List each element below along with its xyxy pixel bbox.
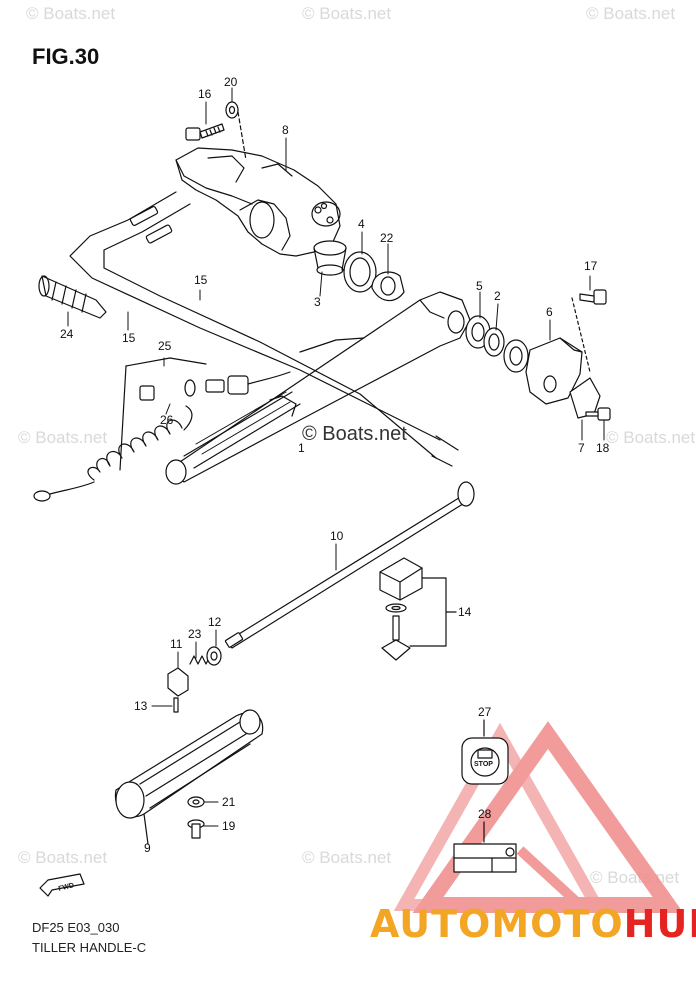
callout-13: 13: [134, 699, 148, 713]
callout-10: 10: [330, 529, 344, 543]
plate-part-22: [371, 271, 405, 302]
callout-25: 25: [158, 339, 172, 353]
throttle-grip-part-9: [114, 709, 264, 845]
nut-part-11: [167, 667, 189, 697]
callout-19: 19: [222, 819, 236, 833]
screw-part-19: [187, 819, 205, 839]
callout-23: 23: [188, 627, 202, 641]
fwd-label: FWD: [58, 882, 75, 893]
watermark-center: © Boats.net: [302, 423, 407, 445]
callout-15a: 15: [194, 273, 208, 287]
figure-caption: TILLER HANDLE-C: [32, 940, 147, 955]
label-decal-part-28: [453, 821, 517, 873]
lanyard-cord-part-26: [33, 405, 193, 502]
logo-part-automoto: AUTOMOTO: [370, 902, 624, 946]
stop-label: STOP: [474, 761, 493, 768]
callout-8: 8: [282, 123, 289, 137]
callout-4: 4: [358, 217, 365, 231]
callout-numbers: 1 2 3 4 5 6 7 8 9 10 11 12 13 14 15 15 1…: [60, 75, 610, 855]
bushing-part-3: [313, 240, 347, 276]
watermark: © Boats.net: [18, 428, 108, 447]
callout-14: 14: [458, 605, 472, 619]
callout-24: 24: [60, 327, 74, 341]
bolt-part-17: [579, 289, 607, 305]
holder-part-14: [379, 557, 457, 661]
cable-part-15: [69, 191, 459, 467]
pin-part-13: [173, 697, 179, 713]
callout-12: 12: [208, 615, 222, 629]
watermark: © Boats.net: [606, 428, 696, 447]
callout-16: 16: [198, 87, 212, 101]
callout-7: 7: [578, 441, 585, 455]
bracket-part-8: [175, 147, 341, 257]
callout-5: 5: [476, 279, 483, 293]
callout-22: 22: [380, 231, 394, 245]
washer-part-extra: [503, 339, 529, 373]
callout-21: 21: [222, 795, 236, 809]
watermark: © Boats.net: [302, 4, 392, 23]
callout-11: 11: [170, 637, 183, 651]
callout-15b: 15: [122, 331, 136, 345]
callout-17: 17: [584, 259, 598, 273]
callout-27: 27: [478, 705, 492, 719]
throttle-rod-part-10: [224, 481, 475, 649]
callout-2: 2: [494, 289, 501, 303]
callout-6: 6: [546, 305, 553, 319]
logo-part-hub: HUB: [623, 902, 696, 946]
stop-decal-part-27: [461, 719, 509, 785]
tiller-arm-part-1: [165, 291, 471, 485]
friction-bracket-part-6: [525, 337, 583, 405]
spring-part-23: [189, 655, 211, 665]
figure-title: FIG.30: [32, 44, 100, 69]
bolt-part-16: [185, 123, 225, 141]
callout-leaders: [67, 87, 605, 827]
callout-18: 18: [596, 441, 610, 455]
watermark: © Boats.net: [26, 4, 116, 23]
callout-20: 20: [224, 75, 238, 89]
automotohub-logo-text: AUTOMOTOHUB: [370, 902, 696, 946]
callout-3: 3: [314, 295, 321, 309]
collar-part-2: [483, 327, 505, 357]
callout-9: 9: [144, 841, 151, 855]
automotohub-logo-triangle: [393, 721, 684, 913]
washer-part-20: [225, 101, 247, 161]
washer-part-12: [206, 646, 222, 666]
figure-code: DF25 E03_030: [32, 920, 120, 935]
callout-1: 1: [298, 441, 305, 455]
callout-26: 26: [160, 413, 174, 427]
fwd-arrow-icon: [39, 873, 85, 897]
washer-part-4: [343, 251, 377, 293]
screw-part-18: [585, 407, 611, 421]
grip-part-24: [38, 275, 107, 319]
watermark: © Boats.net: [18, 848, 108, 867]
stop-switch-part-25: [119, 357, 291, 471]
watermark: © Boats.net: [586, 4, 676, 23]
washer-part-21: [187, 796, 205, 808]
plate-part-7: [569, 297, 601, 419]
watermark: © Boats.net: [302, 848, 392, 867]
callout-28: 28: [478, 807, 492, 821]
